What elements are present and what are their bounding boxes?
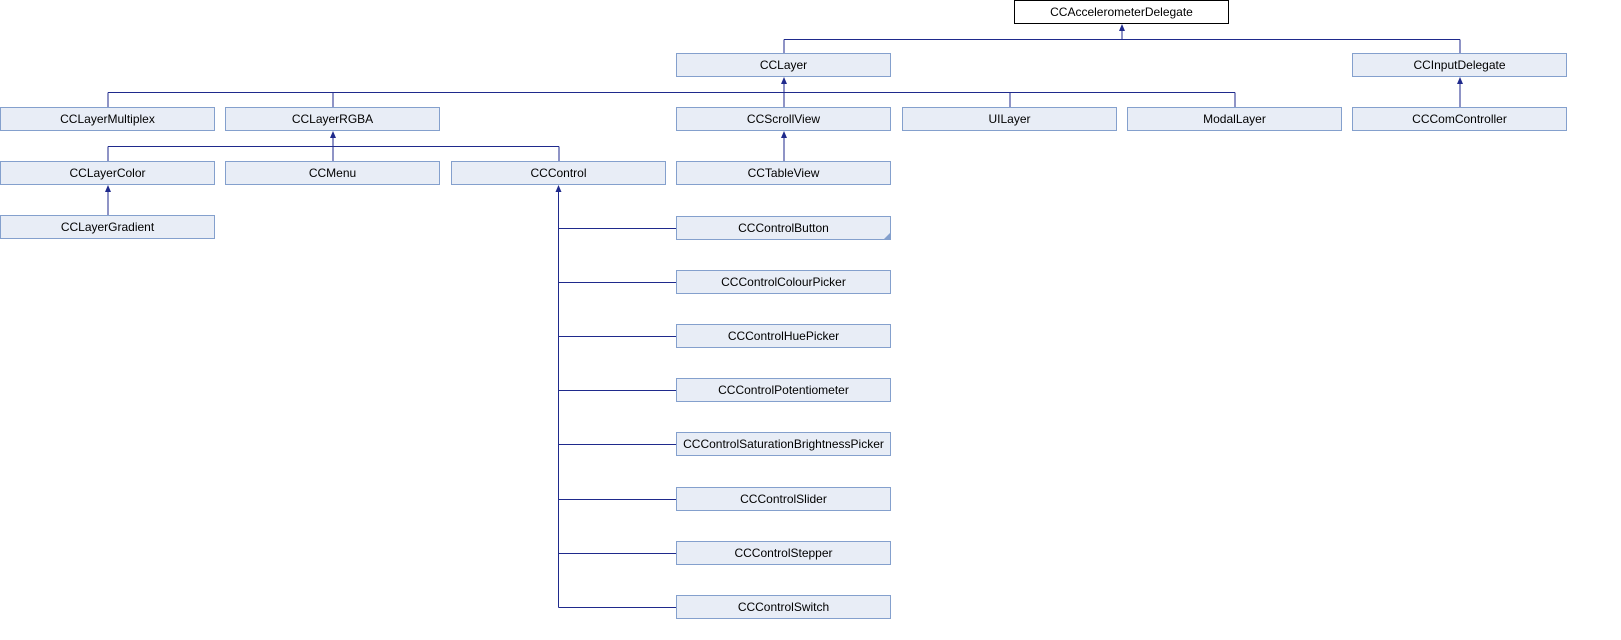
class-node-huepicker[interactable]: CCControlHuePicker	[676, 324, 891, 348]
class-node-accel[interactable]: CCAccelerometerDelegate	[1014, 0, 1229, 24]
class-node-control[interactable]: CCControl	[451, 161, 666, 185]
arrowhead-rgba	[330, 131, 336, 138]
class-node-scroll[interactable]: CCScrollView	[676, 107, 891, 131]
class-node-label: CCControlHuePicker	[727, 329, 840, 343]
class-node-colourpicker[interactable]: CCControlColourPicker	[676, 270, 891, 294]
class-node-label: CCControlColourPicker	[721, 275, 846, 289]
class-node-label: CCControlStepper	[734, 546, 833, 560]
arrowhead-control	[555, 185, 562, 192]
arrowhead-color	[105, 185, 111, 192]
class-node-layer[interactable]: CCLayer	[676, 53, 891, 77]
class-node-input[interactable]: CCInputDelegate	[1352, 53, 1567, 77]
class-node-comctrl[interactable]: CCComController	[1352, 107, 1567, 131]
class-node-button[interactable]: CCControlButton	[676, 216, 891, 240]
class-node-label: CCControlSlider	[740, 492, 827, 506]
class-node-label: CCLayerMultiplex	[60, 112, 155, 126]
class-node-label: CCLayer	[759, 58, 808, 72]
class-node-color[interactable]: CCLayerColor	[0, 161, 215, 185]
class-node-stepper[interactable]: CCControlStepper	[676, 541, 891, 565]
class-node-table[interactable]: CCTableView	[676, 161, 891, 185]
class-node-label: ModalLayer	[1203, 112, 1266, 126]
class-node-uilayer[interactable]: UILayer	[902, 107, 1117, 131]
class-node-label: CCLayerColor	[69, 166, 146, 180]
class-node-label: CCLayerGradient	[60, 220, 155, 234]
class-node-satbright[interactable]: CCControlSaturationBrightnessPicker	[676, 432, 891, 456]
arrowhead-layer	[781, 77, 787, 84]
class-node-label: CCTableView	[747, 166, 820, 180]
class-node-label: UILayer	[988, 112, 1031, 126]
class-node-label: CCControlSaturationBrightnessPicker	[683, 437, 884, 451]
class-node-modal[interactable]: ModalLayer	[1127, 107, 1342, 131]
class-node-label: CCAccelerometerDelegate	[1050, 5, 1193, 19]
class-node-label: CCControlButton	[738, 221, 829, 235]
class-node-switch[interactable]: CCControlSwitch	[676, 595, 891, 619]
class-node-label: CCInputDelegate	[1413, 58, 1506, 72]
class-node-multiplex[interactable]: CCLayerMultiplex	[0, 107, 215, 131]
arrowhead-accel	[1119, 24, 1125, 31]
arrowhead-scroll	[781, 131, 787, 138]
class-node-label: CCMenu	[308, 166, 357, 180]
class-node-menu[interactable]: CCMenu	[225, 161, 440, 185]
class-node-rgba[interactable]: CCLayerRGBA	[225, 107, 440, 131]
class-node-slider[interactable]: CCControlSlider	[676, 487, 891, 511]
arrowhead-input	[1457, 77, 1463, 84]
class-node-label: CCComController	[1412, 112, 1507, 126]
class-node-label: CCControlPotentiometer	[718, 383, 849, 397]
folded-corner-icon	[884, 233, 890, 239]
class-node-label: CCControlSwitch	[737, 600, 830, 614]
class-node-potentiometer[interactable]: CCControlPotentiometer	[676, 378, 891, 402]
class-node-label: CCLayerRGBA	[291, 112, 374, 126]
class-node-gradient[interactable]: CCLayerGradient	[0, 215, 215, 239]
class-node-label: CCControl	[530, 166, 587, 180]
class-node-label: CCScrollView	[746, 112, 821, 126]
